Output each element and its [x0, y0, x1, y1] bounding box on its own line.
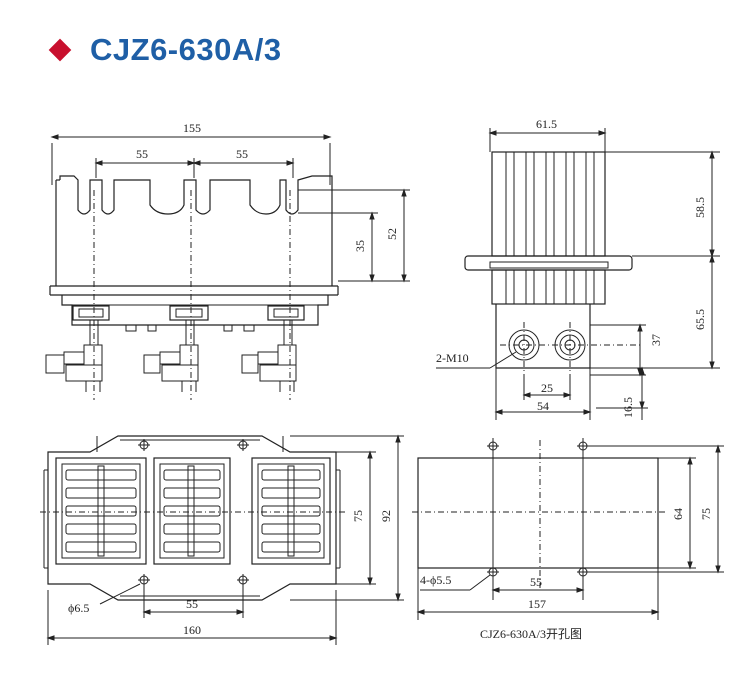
cutout-width-157: 157 — [528, 597, 546, 611]
pole-block-3 — [251, 457, 331, 565]
cutout-holes-label: 4-ϕ5.5 — [420, 573, 451, 587]
front-height-35: 35 — [353, 240, 367, 252]
cutout-height-75: 75 — [699, 508, 713, 520]
cutout-pitch-55: 55 — [530, 575, 542, 589]
side-width-61-5: 61.5 — [536, 117, 557, 131]
top-height-75: 75 — [351, 510, 365, 522]
front-pitch-55-right: 55 — [236, 147, 248, 161]
side-offset-16-5: 16.5 — [621, 397, 635, 418]
cutout-caption: CJZ6-630A/3开孔图 — [480, 627, 582, 641]
front-width-155: 155 — [183, 121, 201, 135]
top-pitch-55: 55 — [186, 597, 198, 611]
title-bar: CJZ6-630A/3 — [48, 28, 282, 72]
stud-right — [241, 320, 297, 392]
cutout-height-64: 64 — [671, 508, 685, 520]
top-width-160: 160 — [183, 623, 201, 637]
pole-block-2 — [153, 457, 231, 565]
cutout-view: 55 4-ϕ5.5 157 64 75 CJZ6-630A/3开孔图 — [412, 438, 724, 641]
side-view: 61.5 — [436, 117, 720, 420]
side-offset-37: 37 — [649, 334, 663, 346]
side-width-54: 54 — [537, 399, 549, 413]
front-height-52: 52 — [385, 228, 399, 240]
top-view: ϕ6.5 55 160 75 92 — [40, 434, 404, 645]
side-height-65-5: 65.5 — [693, 309, 707, 330]
front-view: 155 55 55 — [45, 121, 410, 400]
top-height-92: 92 — [379, 510, 393, 522]
side-spacing-25: 25 — [541, 381, 553, 395]
top-hole-label: ϕ6.5 — [68, 601, 89, 615]
side-height-58-5: 58.5 — [693, 197, 707, 218]
page-title: CJZ6-630A/3 — [90, 32, 282, 67]
pole-block-1 — [55, 457, 147, 565]
front-pitch-55-left: 55 — [136, 147, 148, 161]
side-thread-label: 2-M10 — [436, 351, 469, 365]
stud-left — [45, 320, 103, 392]
stud-middle — [143, 320, 199, 392]
